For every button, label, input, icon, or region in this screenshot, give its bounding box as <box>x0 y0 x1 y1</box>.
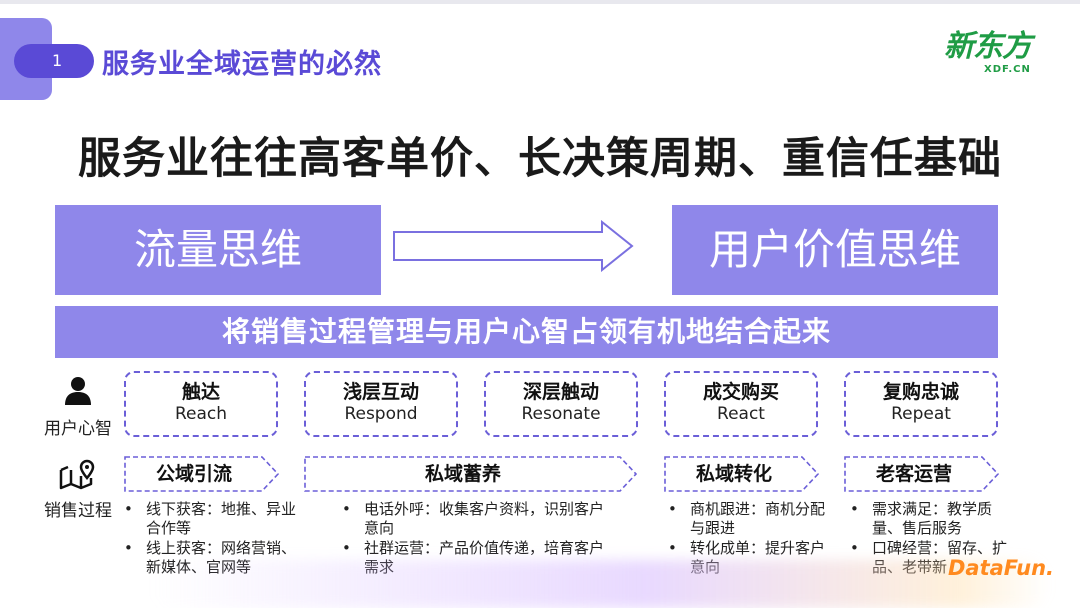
bottom-glow-decoration <box>150 560 1050 608</box>
stage-en-label: Resonate <box>521 404 601 424</box>
process-private-convert: 私域转化 <box>664 456 820 492</box>
right-arrow-icon <box>392 219 636 276</box>
brand-logo: 新东方 XDF.CN <box>944 30 1048 76</box>
bullet-item: 需求满足：教学质量、售后服务 <box>850 500 1010 538</box>
watermark-logo: DataFun. <box>948 556 1055 580</box>
process-label: 私域蓄养 <box>424 463 501 485</box>
stage-en-label: Repeat <box>891 404 951 424</box>
user-icon <box>62 374 94 410</box>
process-label: 公域引流 <box>155 463 232 485</box>
process-label: 私域转化 <box>695 463 772 485</box>
brand-logo-cn: 新东方 <box>944 29 1032 64</box>
user-value-thinking-box: 用户价值思维 <box>672 205 998 295</box>
summary-banner: 将销售过程管理与用户心智占领有机地结合起来 <box>55 306 998 358</box>
traffic-thinking-box: 流量思维 <box>55 205 381 295</box>
stage-resonate: 深层触动 Resonate <box>484 371 638 437</box>
stage-react: 成交购买 React <box>664 371 818 437</box>
stage-respond: 浅层互动 Respond <box>304 371 458 437</box>
stage-cn-label: 触达 <box>181 381 220 403</box>
map-pin-icon <box>58 458 98 494</box>
row-label-sales-process: 销售过程 <box>44 501 112 521</box>
process-label: 老客运营 <box>875 463 952 485</box>
stage-cn-label: 成交购买 <box>702 381 779 403</box>
stage-cn-label: 复购忠诚 <box>882 381 959 403</box>
stage-en-label: Reach <box>174 404 228 424</box>
bullet-item: 商机跟进：商机分配与跟进 <box>668 500 828 538</box>
stage-en-label: React <box>717 404 765 424</box>
bullet-item: 线下获客：地推、异业合作等 <box>124 500 304 538</box>
section-number-pill: 1 <box>14 44 94 78</box>
stage-en-label: Respond <box>344 404 418 424</box>
stage-repeat: 复购忠诚 Repeat <box>844 371 998 437</box>
process-private-nurture: 私域蓄养 <box>304 456 638 492</box>
brand-logo-en: XDF.CN <box>984 64 1031 75</box>
process-retention: 老客运营 <box>844 456 1000 492</box>
row-label-user-mind: 用户心智 <box>44 419 112 439</box>
top-divider <box>0 0 1080 4</box>
stage-cn-label: 浅层互动 <box>342 381 419 403</box>
section-title: 服务业全域运营的必然 <box>102 49 382 80</box>
stage-reach: 触达 Reach <box>124 371 278 437</box>
stage-cn-label: 深层触动 <box>522 381 599 403</box>
process-public-traffic: 公域引流 <box>124 456 280 492</box>
bullet-item: 电话外呼：收集客户资料，识别客户意向 <box>342 500 614 538</box>
slide-headline: 服务业往往高客单价、长决策周期、重信任基础 <box>78 134 1002 184</box>
